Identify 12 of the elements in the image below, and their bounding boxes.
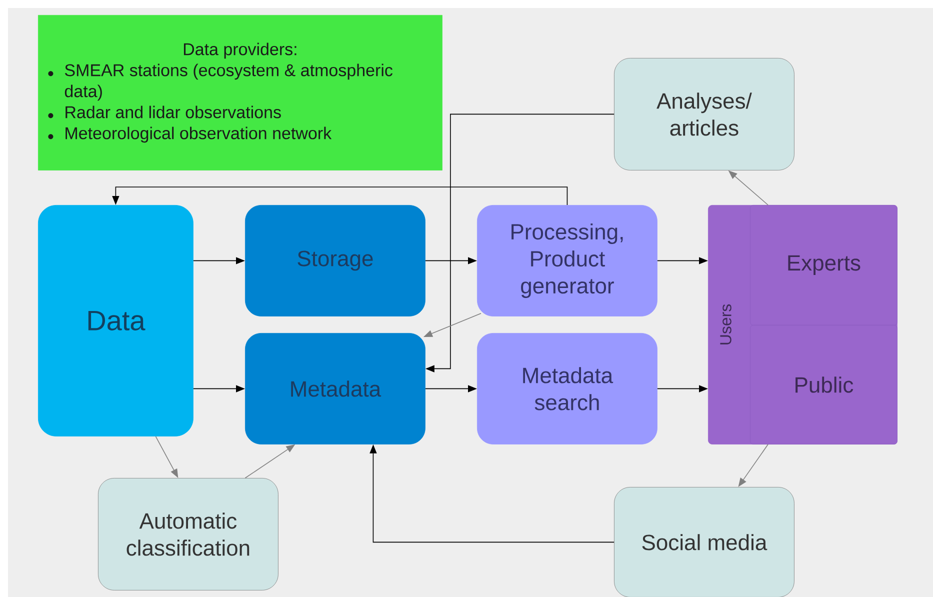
process-box: Processing, Product generator (477, 205, 658, 316)
result-box: Social media (614, 487, 794, 597)
info-box: Data providers: SMEAR stations (ecosystem & atmospheric data) Radar and lidar observations Meteorological observation network (38, 15, 442, 170)
storage-box: Storage (245, 205, 426, 316)
result-box: Analyses/ articles (614, 58, 794, 170)
user-group-box: Experts (750, 205, 898, 326)
user-group-box: Public (750, 325, 898, 444)
search-box: Metadata search (477, 333, 658, 444)
metadata-box: Metadata (245, 333, 426, 444)
arrow (112, 186, 568, 206)
data-box: Data (38, 205, 194, 436)
process-box: Automatic classification (98, 478, 278, 590)
